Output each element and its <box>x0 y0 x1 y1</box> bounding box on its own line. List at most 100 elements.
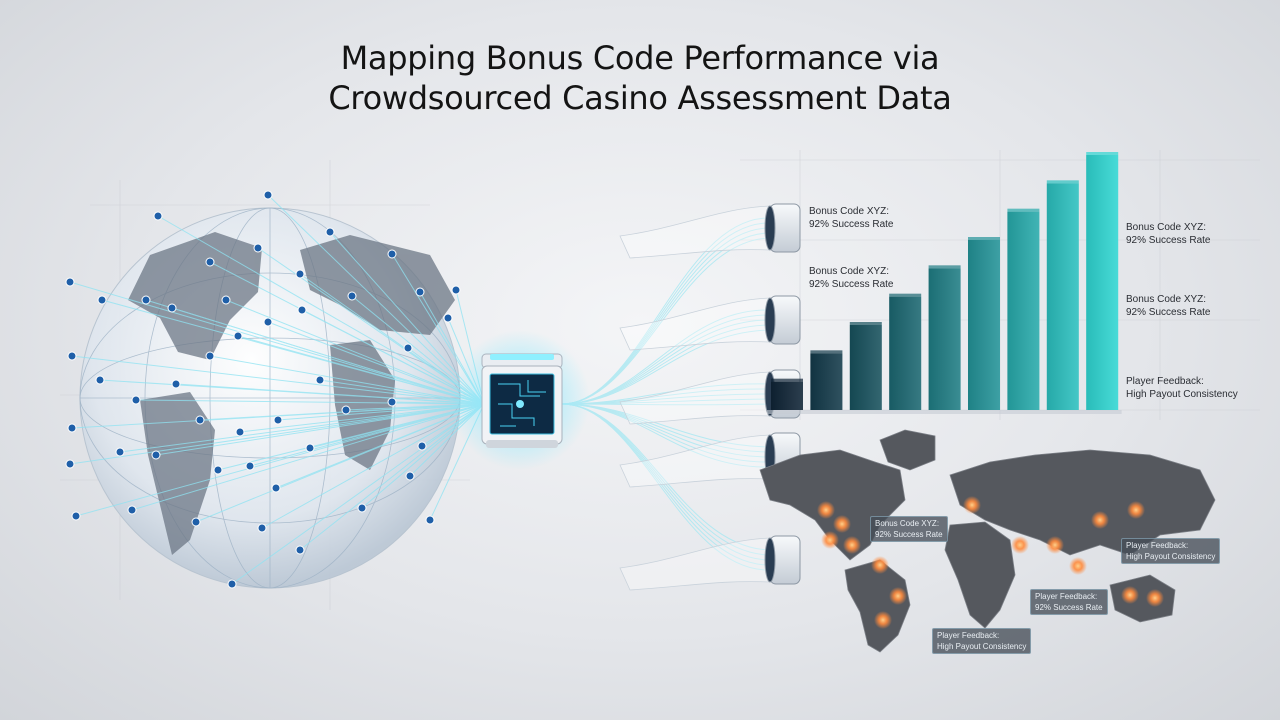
globe-node <box>357 503 367 513</box>
title-line-2: Crowdsourced Casino Assessment Data <box>328 79 952 117</box>
map-hotspot <box>821 531 839 549</box>
globe-node <box>443 313 453 323</box>
chart-bar-shading <box>1007 211 1040 410</box>
globe-ray <box>135 399 485 405</box>
data-pipe-icon <box>619 203 801 259</box>
globe-node <box>67 351 77 361</box>
map-hotspot <box>1146 589 1164 607</box>
map-hotspots <box>817 496 1164 629</box>
map-hotspot <box>874 611 892 629</box>
chart-bar-cap <box>889 293 922 297</box>
chart-bar-cap <box>771 378 803 382</box>
globe-ray <box>261 403 485 529</box>
globe-ray <box>209 355 485 405</box>
map-hotspot <box>1127 501 1145 519</box>
pipe-label-2: Bonus Code XYZ: 92% Success Rate <box>809 266 894 290</box>
map-hotspot <box>833 515 851 533</box>
data-pipe-icon <box>619 535 801 591</box>
map-tag-2: Player Feedback: High Payout Consistency <box>1121 538 1221 564</box>
globe-ray <box>225 299 485 405</box>
globe-node <box>235 427 245 437</box>
globe-ray <box>195 403 485 523</box>
globe-node <box>151 450 161 460</box>
globe-ray <box>157 215 485 405</box>
chart-bar-shading <box>1046 183 1079 410</box>
globe-ray <box>99 379 485 405</box>
globe-node <box>67 423 77 433</box>
globe-node <box>295 545 305 555</box>
globe-node <box>153 211 163 221</box>
data-pipe-icon <box>619 295 801 351</box>
globe-ray <box>237 335 485 405</box>
globe-node <box>191 517 201 527</box>
output-ray <box>561 237 771 405</box>
globe-node <box>415 287 425 297</box>
globe-ray <box>155 403 485 456</box>
globe-node <box>305 443 315 453</box>
map-tag-4: Player Feedback: High Payout Consistency <box>932 628 1032 654</box>
chart-bar-shading <box>1086 155 1119 410</box>
globe-ray <box>217 403 485 471</box>
map-hotspot <box>1121 586 1139 604</box>
chart-bar-cap <box>849 322 882 325</box>
globe-node <box>195 415 205 425</box>
globe-node <box>95 375 105 385</box>
globe-ray <box>267 321 485 405</box>
map-hotspot <box>1069 557 1087 575</box>
globe-node <box>387 397 397 407</box>
map-tag-3: Player Feedback: 92% Success Rate <box>1030 589 1108 615</box>
globe-node <box>253 243 263 253</box>
globe-ray <box>267 194 485 405</box>
chart-bar-cap <box>1046 180 1079 184</box>
globe-ray <box>239 403 485 433</box>
globe-node <box>167 303 177 313</box>
globe-node <box>205 351 215 361</box>
globe-node <box>405 471 415 481</box>
globe-node <box>257 523 267 533</box>
globe-ray <box>299 403 485 551</box>
chart-bar-cap <box>1007 208 1040 212</box>
globe-ray <box>277 403 485 421</box>
map-hotspot <box>1046 536 1064 554</box>
map-hotspot <box>1011 536 1029 554</box>
title-line-1: Mapping Bonus Code Performance via <box>340 39 940 77</box>
map-hotspot <box>843 536 861 554</box>
chart-bar-shading <box>968 240 1000 410</box>
globe-nodes <box>65 190 461 589</box>
globe-ray <box>71 355 485 405</box>
globe-node <box>325 227 335 237</box>
globe-node <box>221 295 231 305</box>
map-hotspot <box>871 556 889 574</box>
chart-baseline <box>767 410 1122 414</box>
globe-node <box>65 459 75 469</box>
globe-node <box>141 295 151 305</box>
map-hotspot <box>963 496 981 514</box>
chart-bar-cap <box>810 350 843 354</box>
globe-node <box>417 441 427 451</box>
chart-bar-shading <box>771 381 803 410</box>
globe-ray <box>119 403 485 453</box>
globe-node <box>171 379 181 389</box>
globe-ray <box>75 403 485 517</box>
globe-ray <box>69 403 485 465</box>
processor-chip-icon <box>450 330 590 470</box>
chart-label-1: Bonus Code XYZ: 92% Success Rate <box>1126 222 1211 246</box>
globe-node <box>387 249 397 259</box>
chart-bar-shading <box>810 353 843 410</box>
chart-label-3: Player Feedback: High Payout Consistency <box>1126 376 1238 400</box>
globe-node <box>127 505 137 515</box>
map-hotspot <box>1091 511 1109 529</box>
chart-label-2: Bonus Code XYZ: 92% Success Rate <box>1126 294 1211 318</box>
globe-node <box>71 511 81 521</box>
globe-node <box>273 415 283 425</box>
globe-node <box>295 269 305 279</box>
map-hotspot <box>889 587 907 605</box>
globe-node <box>347 291 357 301</box>
globe-node <box>297 305 307 315</box>
globe-node <box>263 190 273 200</box>
globe-node <box>315 375 325 385</box>
globe-node <box>263 317 273 327</box>
globe-node <box>245 461 255 471</box>
pipe-label-1: Bonus Code XYZ: 92% Success Rate <box>809 206 894 230</box>
